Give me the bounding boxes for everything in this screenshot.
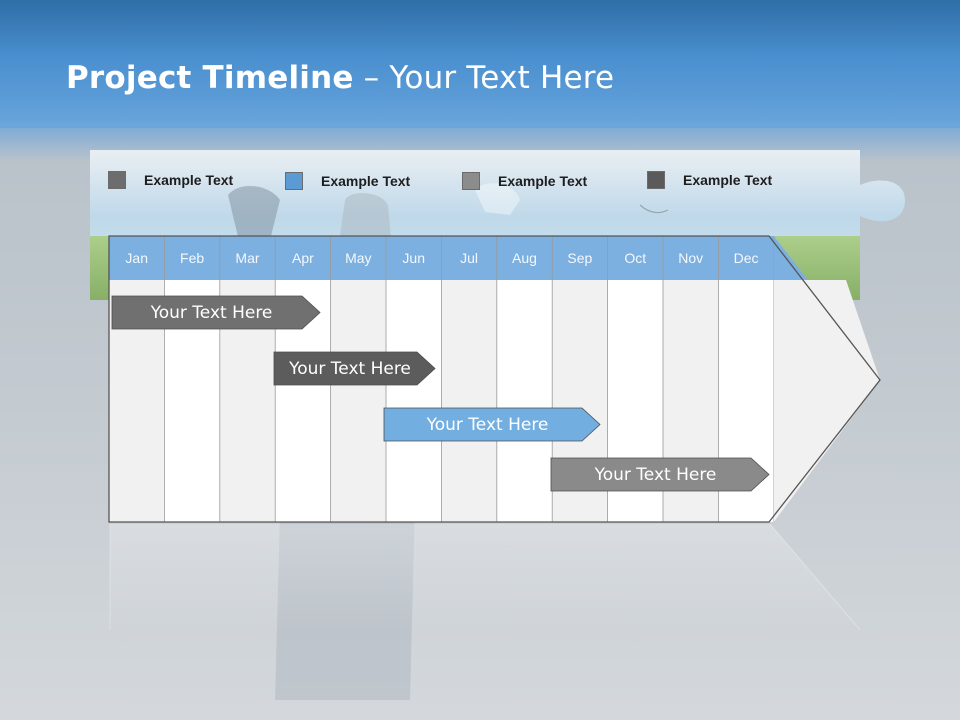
month-label-nov: Nov [678, 250, 704, 266]
month-label-jun: Jun [402, 250, 425, 266]
month-label-mar: Mar [235, 250, 260, 266]
month-column [441, 280, 497, 522]
task-bar-label: Your Text Here [150, 303, 273, 323]
month-label-oct: Oct [624, 250, 647, 266]
month-label-may: May [345, 250, 372, 266]
arrow-head-header [773, 236, 808, 280]
task-bar-label: Your Text Here [594, 465, 717, 485]
legend-label: Example Text [683, 172, 773, 188]
title-subtitle: – Your Text Here [353, 60, 615, 96]
arrow-head-body [773, 280, 880, 522]
month-column [330, 280, 386, 522]
legend-swatch [462, 172, 480, 190]
legend-label: Example Text [144, 172, 234, 188]
title-fade [0, 122, 960, 162]
month-label-feb: Feb [180, 250, 205, 266]
month-label-sep: Sep [567, 250, 593, 266]
month-label-jul: Jul [460, 250, 479, 266]
legend-swatch [108, 171, 126, 189]
month-label-apr: Apr [291, 250, 314, 266]
legend-item: Example Text [647, 171, 772, 189]
legend-item: Example Text [285, 172, 410, 190]
legend-label: Example Text [321, 173, 411, 189]
month-column [496, 280, 553, 522]
month-column [386, 280, 442, 522]
title-bold: Project Timeline [66, 60, 354, 96]
legend-item: Example Text [462, 172, 587, 190]
month-label-jan: Jan [125, 250, 148, 266]
month-label-dec: Dec [733, 250, 759, 266]
legend-item: Example Text [108, 171, 233, 189]
chart-reflection [109, 523, 861, 631]
task-bar-label: Your Text Here [289, 359, 411, 379]
task-bar-label: Your Text Here [426, 415, 549, 435]
title-bar [0, 0, 960, 128]
month-label-aug: Aug [512, 250, 537, 266]
legend-swatch [647, 171, 665, 189]
legend-label: Example Text [498, 173, 588, 189]
legend-swatch [285, 172, 303, 190]
page-title: Project Timeline – Your Text Here [66, 60, 614, 96]
